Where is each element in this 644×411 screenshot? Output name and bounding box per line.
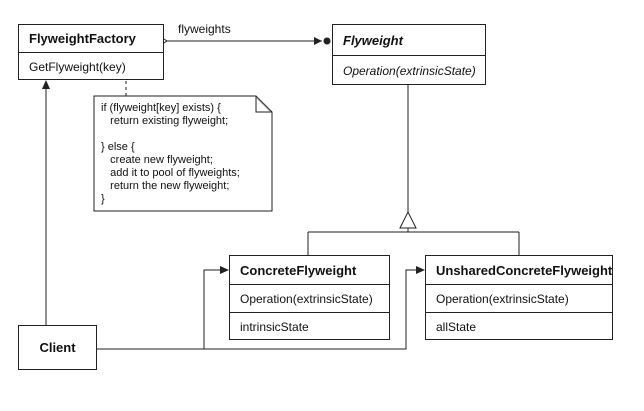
- note-line: return the new flyweight;: [101, 180, 230, 192]
- note-fold: [255, 96, 272, 113]
- note-line: create new flyweight;: [101, 154, 213, 166]
- note-line: } else {: [101, 141, 135, 153]
- class-name: Client: [39, 340, 76, 355]
- association-arrowhead: [314, 37, 322, 45]
- pseudocode-note: if (flyweight[key] exists) { return exis…: [94, 96, 272, 211]
- class-name: FlyweightFactory: [19, 25, 163, 53]
- client-class: Client: [18, 325, 97, 370]
- inheritance-triangle: [399, 210, 417, 229]
- note-box: [93, 95, 273, 212]
- client-unshared-arrowhead: [416, 266, 425, 274]
- note-fold-shade: [256, 97, 271, 112]
- note-line: if (flyweight[key] exists) {: [101, 102, 221, 114]
- concrete-flyweight-class: ConcreteFlyweight Operation(extrinsicSta…: [229, 255, 390, 340]
- client-factory-arrowhead: [42, 80, 50, 89]
- flyweight-factory-class: FlyweightFactory GetFlyweight(key): [18, 24, 164, 80]
- association-label: flyweights: [178, 22, 231, 36]
- class-name: ConcreteFlyweight: [230, 256, 389, 285]
- unshared-concrete-flyweight-class: UnsharedConcreteFlyweight Operation(extr…: [425, 255, 613, 340]
- note-line: return existing flyweight;: [101, 115, 229, 127]
- flyweight-class: Flyweight Operation(extrinsicState): [332, 24, 486, 85]
- client-unshared-link: [204, 269, 418, 350]
- client-concrete-arrowhead: [220, 266, 229, 274]
- operation: GetFlyweight(key): [29, 59, 126, 74]
- association-dot: [323, 37, 331, 45]
- note-line: }: [101, 193, 105, 205]
- attribute: allState: [436, 319, 477, 334]
- operation: Operation(extrinsicState): [230, 285, 389, 313]
- class-name: Flyweight: [333, 25, 485, 56]
- operation: Operation(extrinsicState): [426, 285, 612, 313]
- operation: Operation(extrinsicState): [343, 63, 476, 78]
- note-line: add it to pool of flyweights;: [101, 167, 240, 179]
- note-text: if (flyweight[key] exists) { return exis…: [101, 102, 240, 206]
- class-name: UnsharedConcreteFlyweight: [426, 256, 612, 285]
- client-concrete-link: [97, 269, 222, 350]
- attribute: intrinsicState: [240, 319, 309, 334]
